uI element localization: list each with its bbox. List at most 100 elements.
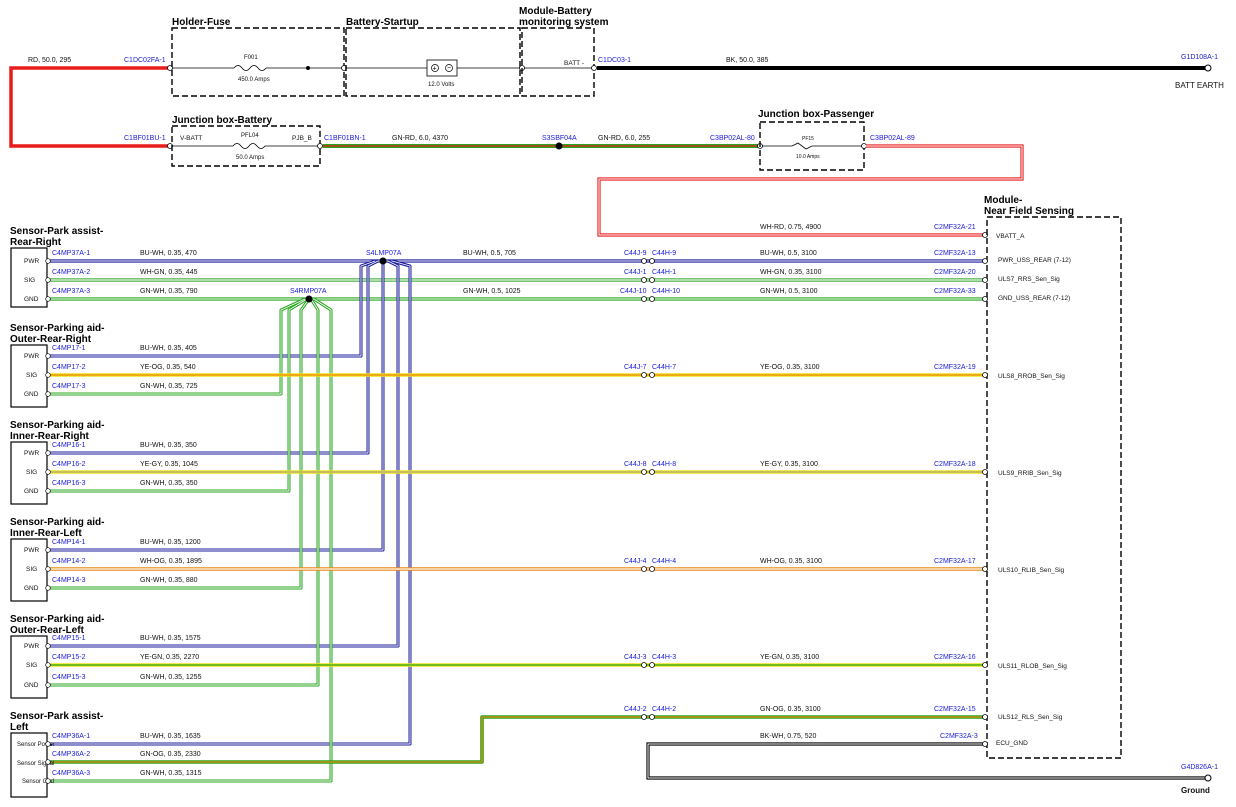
svg-text:PWR: PWR xyxy=(24,547,39,554)
wire-label-bkwh: BK-WH, 0.75, 520 xyxy=(760,733,817,740)
fuse-pf15-rating: 10.0 Amps xyxy=(796,154,820,160)
wire-rd-main: RD, 50.0, 295 xyxy=(9,57,170,148)
svg-text:GN-OG, 0.35, 2330: GN-OG, 0.35, 2330 xyxy=(140,751,201,758)
blue-branches xyxy=(48,257,412,746)
svg-text:YE-GY, 0.35, 1045: YE-GY, 0.35, 1045 xyxy=(140,461,198,468)
connector-g4d826a: G4D826A-1 xyxy=(1181,764,1218,771)
svg-text:Sensor-Park assist-: Sensor-Park assist- xyxy=(10,711,103,722)
wire-gnrd: GN-RD, 6.0, 4370 GN-RD, 6.0, 255 S3SBF04… xyxy=(323,135,758,150)
svg-text:Sensor-Parking aid-: Sensor-Parking aid- xyxy=(10,517,104,528)
wire-label-gnrd-1: GN-RD, 6.0, 4370 xyxy=(392,135,448,142)
svg-text:Left: Left xyxy=(10,722,29,733)
svg-text:BU-WH, 0.35, 350: BU-WH, 0.35, 350 xyxy=(140,442,197,449)
connector-c1bf01bn: C1BF01BN-1 xyxy=(324,135,366,142)
svg-text:C44H-2: C44H-2 xyxy=(652,706,676,713)
svg-text:Sensor-Park assist-: Sensor-Park assist- xyxy=(10,226,103,237)
green-branches xyxy=(48,295,333,783)
svg-text:C44J-8: C44J-8 xyxy=(624,461,647,468)
sensor-rear-right: Sensor-Park assist- Rear-Right PWR SIG G… xyxy=(10,226,198,308)
svg-text:C44J-10: C44J-10 xyxy=(620,288,647,295)
svg-text:C4MP15-1: C4MP15-1 xyxy=(52,635,86,642)
fuse-f001-id: F001 xyxy=(244,55,258,61)
batt-earth-ground: G1D108A-1 BATT EARTH xyxy=(1175,54,1224,90)
ground-label: Ground xyxy=(1181,786,1210,795)
wire-gnwh-trunk: GN-WH, 0.5, 1025 xyxy=(48,288,985,301)
svg-text:GN-WH, 0.35, 1255: GN-WH, 0.35, 1255 xyxy=(140,674,202,681)
svg-text:WH-GN, 0.35, 445: WH-GN, 0.35, 445 xyxy=(140,269,198,276)
svg-text:PWR: PWR xyxy=(24,643,39,650)
sensor-inner-rear-right: Sensor-Parking aid- Inner-Rear-Right PWR… xyxy=(10,420,198,505)
svg-text:C44H-9: C44H-9 xyxy=(652,250,676,257)
wire-label-whrd: WH-RD, 0.75, 4900 xyxy=(760,224,821,231)
svg-text:GN-WH, 0.35, 1315: GN-WH, 0.35, 1315 xyxy=(140,770,202,777)
svg-text:C2MF32A-19: C2MF32A-19 xyxy=(934,364,976,371)
jb-passenger-title: Junction box-Passenger xyxy=(758,109,874,120)
svg-text:C44H-10: C44H-10 xyxy=(652,288,680,295)
svg-text:SIG: SIG xyxy=(26,566,37,573)
battery-voltage: 12.0 Volts xyxy=(428,82,454,88)
svg-text:C4MP16-1: C4MP16-1 xyxy=(52,442,86,449)
battery-startup: Battery-Startup + − 12.0 Volts xyxy=(345,17,522,97)
svg-text:GN-WH, 0.35, 790: GN-WH, 0.35, 790 xyxy=(140,288,198,295)
svg-text:SIG: SIG xyxy=(26,372,37,379)
svg-text:Inner-Rear-Left: Inner-Rear-Left xyxy=(10,528,82,539)
svg-text:WH-OG, 0.35, 1895: WH-OG, 0.35, 1895 xyxy=(140,558,202,565)
connector-c1dc02fa: C1DC02FA-1 xyxy=(124,57,166,64)
svg-text:Sensor-Parking aid-: Sensor-Parking aid- xyxy=(10,614,104,625)
svg-text:BU-WH, 0.35, 1575: BU-WH, 0.35, 1575 xyxy=(140,635,201,642)
svg-text:Outer-Rear-Left: Outer-Rear-Left xyxy=(10,625,85,636)
svg-text:YE-OG, 0.35, 3100: YE-OG, 0.35, 3100 xyxy=(760,364,820,371)
wire-buwh-trunk: BU-WH, 0.5, 705 xyxy=(48,250,985,263)
wire-label-gnrd-2: GN-RD, 6.0, 255 xyxy=(598,135,650,142)
svg-text:BU-WH, 0.35, 1635: BU-WH, 0.35, 1635 xyxy=(140,733,201,740)
svg-text:C2MF32A-15: C2MF32A-15 xyxy=(934,706,976,713)
connector-c3bp02al-80: C3BP02AL-80 xyxy=(710,135,755,142)
svg-text:GND: GND xyxy=(24,682,39,689)
holder-fuse: Holder-Fuse F001 450.0 Amps xyxy=(171,17,345,97)
svg-text:C44J-1: C44J-1 xyxy=(624,269,647,276)
svg-text:BU-WH, 0.35, 1200: BU-WH, 0.35, 1200 xyxy=(140,539,201,546)
svg-text:C44J-3: C44J-3 xyxy=(624,654,647,661)
connector-c2mf32a-21: C2MF32A-21 xyxy=(934,224,976,231)
svg-text:GN-WH, 0.35, 725: GN-WH, 0.35, 725 xyxy=(140,383,198,390)
sensor-outer-rear-right: Sensor-Parking aid- Outer-Rear-Right PWR… xyxy=(10,323,198,408)
bms-title-1: Module-Battery xyxy=(519,6,592,17)
jb-battery-pin-in: V-BATT xyxy=(180,135,202,142)
batt-earth-label: BATT EARTH xyxy=(1175,81,1224,90)
nfs-pin-gnd-uss: GND_USS_REAR (7-12) xyxy=(998,295,1070,302)
svg-text:C4MP37A-2: C4MP37A-2 xyxy=(52,269,90,276)
svg-text:Inner-Rear-Right: Inner-Rear-Right xyxy=(10,431,90,442)
holder-fuse-title: Holder-Fuse xyxy=(172,17,231,28)
ground-point: G4D826A-1 Ground xyxy=(1181,764,1218,795)
nfs-pin-pwr-uss: PWR_USS_REAR (7-12) xyxy=(998,257,1071,264)
svg-text:C4MP17-1: C4MP17-1 xyxy=(52,345,86,352)
svg-text:Rear-Right: Rear-Right xyxy=(10,237,62,248)
nfs-pin-vbatt: VBATT_A xyxy=(996,233,1025,240)
svg-text:C44H-3: C44H-3 xyxy=(652,654,676,661)
svg-text:C2MF32A-20: C2MF32A-20 xyxy=(934,269,976,276)
battery-monitoring-module: Module-Battery monitoring system BATT - xyxy=(519,6,609,97)
connector-c1bf01bu: C1BF01BU-1 xyxy=(124,135,166,142)
svg-text:C44J-7: C44J-7 xyxy=(624,364,647,371)
svg-text:WH-OG, 0.35, 3100: WH-OG, 0.35, 3100 xyxy=(760,558,822,565)
svg-text:C2MF32A-16: C2MF32A-16 xyxy=(934,654,976,661)
svg-text:C44H-4: C44H-4 xyxy=(652,558,676,565)
svg-text:C2MF32A-33: C2MF32A-33 xyxy=(934,288,976,295)
svg-text:GN-WH, 0.35, 350: GN-WH, 0.35, 350 xyxy=(140,480,198,487)
svg-text:C4MP17-3: C4MP17-3 xyxy=(52,383,86,390)
fuse-pf15-id: PF15 xyxy=(802,136,814,142)
svg-text:Sensor-Parking aid-: Sensor-Parking aid- xyxy=(10,323,104,334)
svg-text:C4MP17-2: C4MP17-2 xyxy=(52,364,86,371)
wire-label-rd-main: RD, 50.0, 295 xyxy=(28,57,71,64)
junction-box-passenger: Junction box-Passenger PF15 10.0 Amps xyxy=(758,109,874,171)
jb-battery-title: Junction box-Battery xyxy=(172,115,272,126)
svg-text:C4MP15-2: C4MP15-2 xyxy=(52,654,86,661)
svg-text:SIG: SIG xyxy=(26,662,37,669)
